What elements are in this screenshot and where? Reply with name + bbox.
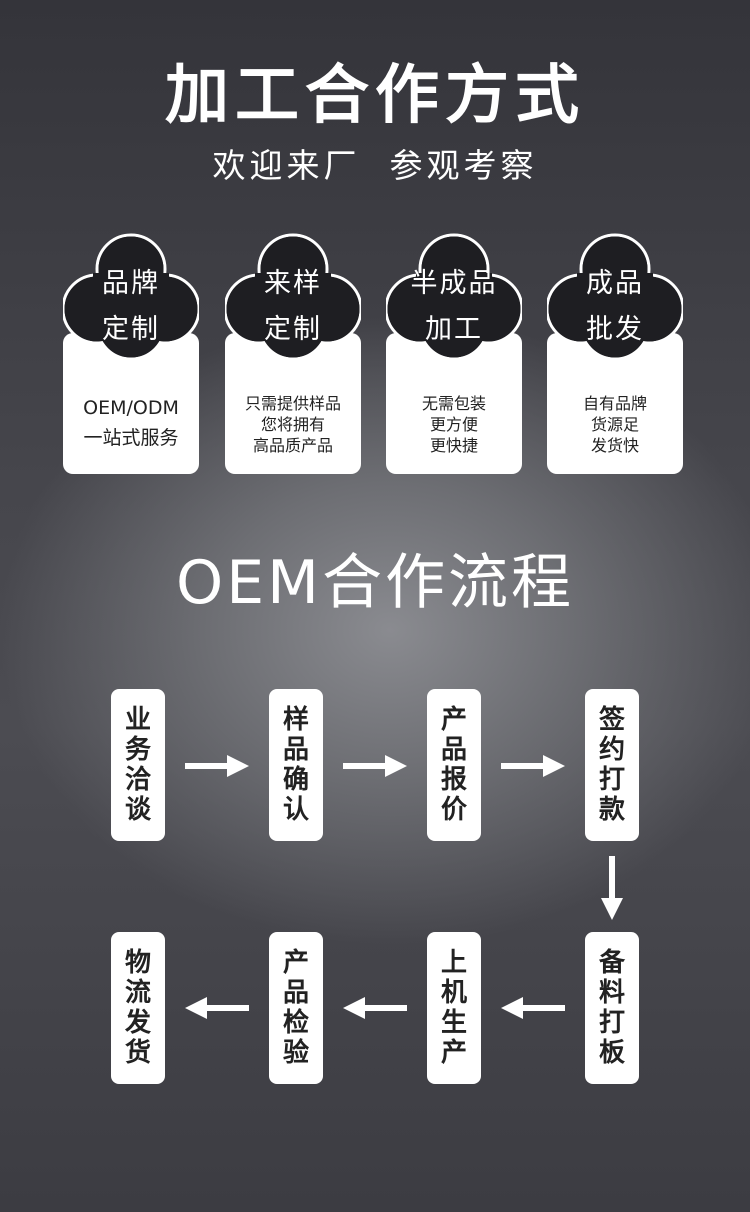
arrow-right-icon	[185, 755, 249, 777]
step-char: 约	[598, 735, 625, 765]
step-char: 款	[598, 795, 625, 825]
page-title: 加工合作方式	[165, 59, 585, 133]
step-char: 物	[124, 948, 151, 978]
step-char: 上	[440, 948, 467, 978]
card-heading-line: 成品	[586, 268, 644, 299]
step-char: 料	[598, 978, 625, 1008]
step-char: 认	[282, 795, 309, 825]
step-char: 品	[282, 735, 309, 765]
step-char: 洽	[124, 765, 151, 795]
cloud-badge	[225, 233, 361, 363]
step-char: 产	[440, 705, 467, 735]
step-char: 产	[282, 948, 309, 978]
step-char: 报	[440, 765, 467, 795]
arrow-right-icon	[501, 755, 565, 777]
process-step-inspection: 产 品 检 验	[269, 932, 323, 1084]
card-description-line: 无需包装	[421, 394, 486, 413]
cloud-badge	[63, 233, 199, 363]
card-description-line: 您将拥有	[260, 415, 325, 434]
process-step-shipping: 物 流 发 货	[111, 932, 165, 1084]
card-description: 无需包装 更方便 更快捷	[386, 393, 522, 456]
process-title: OEM合作流程	[176, 548, 574, 618]
arrow-left-icon	[343, 997, 407, 1019]
process-step-negotiation: 业 务 洽 谈	[111, 689, 165, 841]
process-step-contract: 签 约 打 款	[585, 689, 639, 841]
cloud-badge	[386, 233, 522, 363]
card-heading-line: 半成品	[410, 268, 498, 299]
card-brand-custom: 品牌 定制 OEM/ODM 一站式服务	[63, 233, 199, 475]
card-description: OEM/ODM 一站式服务	[63, 393, 199, 453]
process-step-sample-confirm: 样 品 确 认	[269, 689, 323, 841]
card-description-line: 高品质产品	[252, 436, 333, 455]
page-subtitle: 欢迎来厂 参观考察	[212, 146, 538, 185]
step-char: 签	[598, 705, 625, 735]
card-description: 自有品牌 货源足 发货快	[547, 393, 683, 456]
card-description-line: OEM/ODM	[83, 397, 179, 419]
step-char: 货	[124, 1038, 151, 1068]
card-heading-line: 批发	[586, 314, 644, 345]
card-description-line: 一站式服务	[83, 427, 179, 449]
card-heading: 半成品 加工	[386, 261, 522, 353]
card-heading-line: 定制	[264, 314, 322, 345]
card-description: 只需提供样品 您将拥有 高品质产品	[225, 393, 361, 456]
card-description-line: 更方便	[429, 415, 478, 434]
card-heading: 成品 批发	[547, 261, 683, 353]
step-char: 产	[440, 1038, 467, 1068]
card-heading: 品牌 定制	[63, 261, 199, 353]
card-description-line: 自有品牌	[582, 394, 647, 413]
step-char: 检	[282, 1008, 309, 1038]
step-char: 机	[440, 978, 467, 1008]
process-step-materials: 备 料 打 板	[585, 932, 639, 1084]
card-heading: 来样 定制	[225, 261, 361, 353]
step-char: 验	[282, 1038, 309, 1068]
card-heading-line: 定制	[102, 314, 160, 345]
arrow-left-icon	[185, 997, 249, 1019]
card-sample-custom: 来样 定制 只需提供样品 您将拥有 高品质产品	[225, 233, 361, 475]
card-description-line: 只需提供样品	[244, 394, 341, 413]
card-heading-line: 加工	[425, 314, 483, 345]
process-step-quote: 产 品 报 价	[427, 689, 481, 841]
step-char: 确	[282, 765, 309, 795]
arrow-left-icon	[501, 997, 565, 1019]
card-heading-line: 来样	[264, 268, 322, 299]
card-semi-finished: 半成品 加工 无需包装 更方便 更快捷	[386, 233, 522, 475]
step-char: 样	[282, 705, 309, 735]
step-char: 谈	[124, 795, 151, 825]
step-char: 业	[124, 705, 151, 735]
step-char: 板	[598, 1038, 625, 1068]
card-description-line: 货源足	[590, 415, 639, 434]
card-description-line: 发货快	[590, 436, 639, 455]
arrow-right-icon	[343, 755, 407, 777]
step-char: 流	[124, 978, 151, 1008]
step-char: 打	[598, 765, 625, 795]
card-description-line: 更快捷	[429, 436, 478, 455]
arrow-down-icon	[601, 856, 623, 920]
step-char: 发	[124, 1008, 151, 1038]
step-char: 生	[440, 1008, 467, 1038]
step-char: 打	[598, 1008, 625, 1038]
card-finished-wholesale: 成品 批发 自有品牌 货源足 发货快	[547, 233, 683, 475]
card-heading-line: 品牌	[102, 268, 160, 299]
step-char: 品	[282, 978, 309, 1008]
step-char: 价	[440, 795, 467, 825]
cloud-badge	[547, 233, 683, 363]
step-char: 品	[440, 735, 467, 765]
process-step-production: 上 机 生 产	[427, 932, 481, 1084]
step-char: 务	[124, 735, 151, 765]
step-char: 备	[598, 948, 625, 978]
